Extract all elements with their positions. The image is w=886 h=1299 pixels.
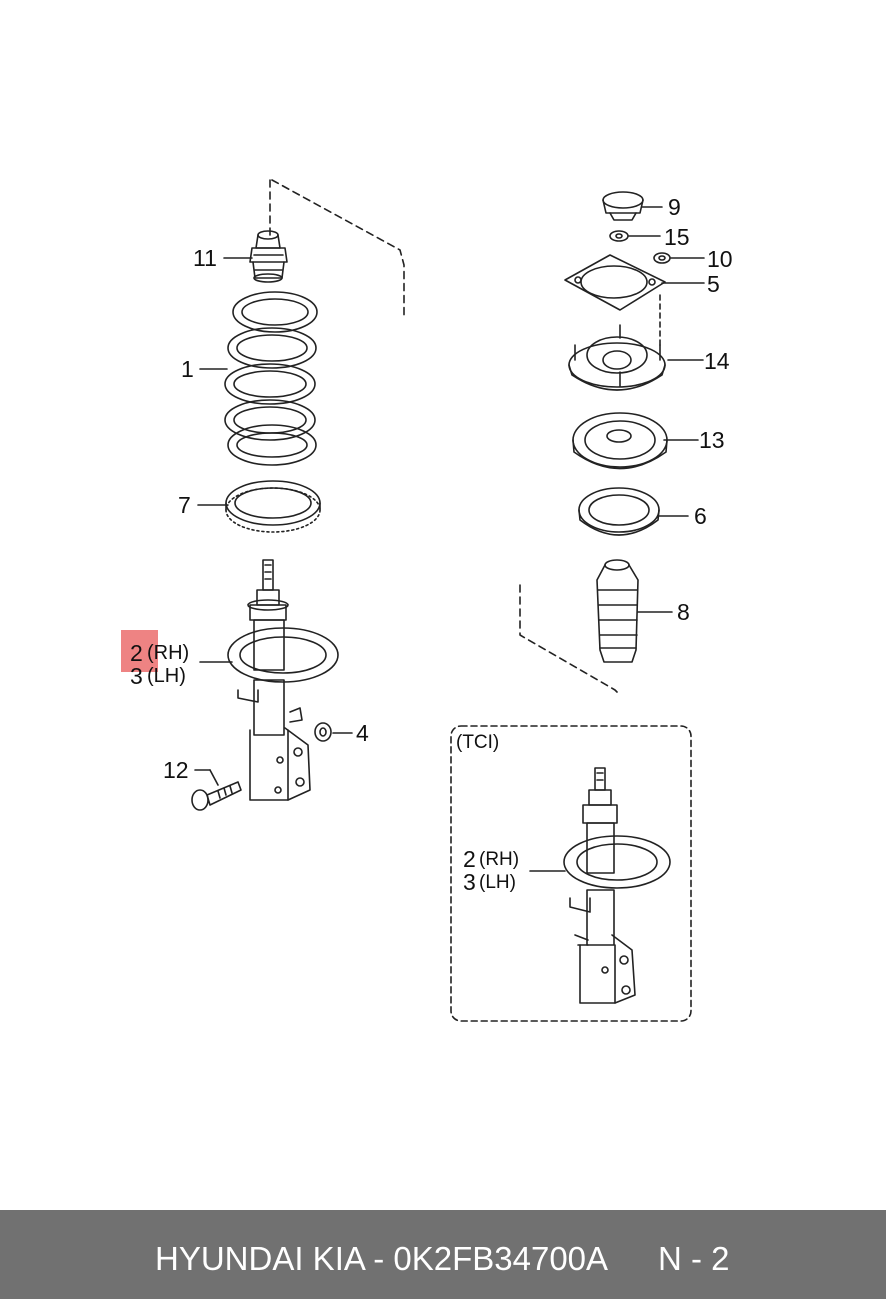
nut-part-4 <box>314 722 332 742</box>
label-part-4: 4 <box>356 720 369 746</box>
dust-boot-part-8 <box>596 559 639 663</box>
label-part-3-side: (LH) <box>147 665 186 687</box>
cap-part-9 <box>602 191 644 221</box>
footer-title: HYUNDAI KIA - 0K2FB34700A <box>155 1240 609 1277</box>
label-part-5: 5 <box>707 271 720 297</box>
spring-seat-part-6 <box>578 487 660 536</box>
inset-label-part-3-side: (LH) <box>479 872 516 893</box>
label-part-1: 1 <box>181 356 194 382</box>
label-part-13: 13 <box>699 427 725 453</box>
guide-line-right <box>519 584 618 693</box>
label-part-2-side: (RH) <box>147 642 189 664</box>
label-part-7: 7 <box>178 492 191 518</box>
tci-inset-frame <box>450 725 692 1022</box>
inset-strut-assembly <box>563 767 671 1004</box>
coil-spring-part-1 <box>224 291 318 466</box>
spring-pad-part-7 <box>225 480 321 533</box>
footer-page-number: N - 2 <box>658 1240 730 1277</box>
bolt-part-12 <box>191 781 242 811</box>
leader-12b <box>209 769 219 786</box>
strut-mount-part-14 <box>568 324 666 391</box>
exploded-parts-diagram: 11 1 7 2 (RH) 3 (LH) 4 12 9 15 10 5 14 1… <box>121 179 733 1022</box>
bump-stop-part-11 <box>249 230 288 283</box>
label-part-12: 12 <box>163 757 189 783</box>
label-part-14: 14 <box>704 348 730 374</box>
label-part-2: 2 <box>130 640 143 666</box>
inset-label-part-3: 3 <box>463 869 476 895</box>
inset-label-part-2-side: (RH) <box>479 849 519 870</box>
highlight-box <box>121 630 158 672</box>
strut-assembly-part-2-3 <box>227 559 339 801</box>
label-part-11: 11 <box>193 245 217 271</box>
guide-line-left <box>269 179 405 319</box>
label-part-15: 15 <box>664 224 690 250</box>
label-part-9: 9 <box>668 194 681 220</box>
nut-part-15 <box>609 230 629 242</box>
footer-bar: HYUNDAI KIA - 0K2FB34700A N - 2 <box>0 1210 886 1299</box>
label-part-3: 3 <box>130 663 143 689</box>
label-part-6: 6 <box>694 503 707 529</box>
mount-plate-part-5 <box>564 254 666 311</box>
inset-label-part-2: 2 <box>463 846 476 872</box>
bearing-part-13 <box>572 412 668 470</box>
nut-part-10 <box>653 252 671 264</box>
label-part-8: 8 <box>677 599 690 625</box>
label-part-10: 10 <box>707 246 733 272</box>
inset-title: (TCI) <box>456 732 499 753</box>
